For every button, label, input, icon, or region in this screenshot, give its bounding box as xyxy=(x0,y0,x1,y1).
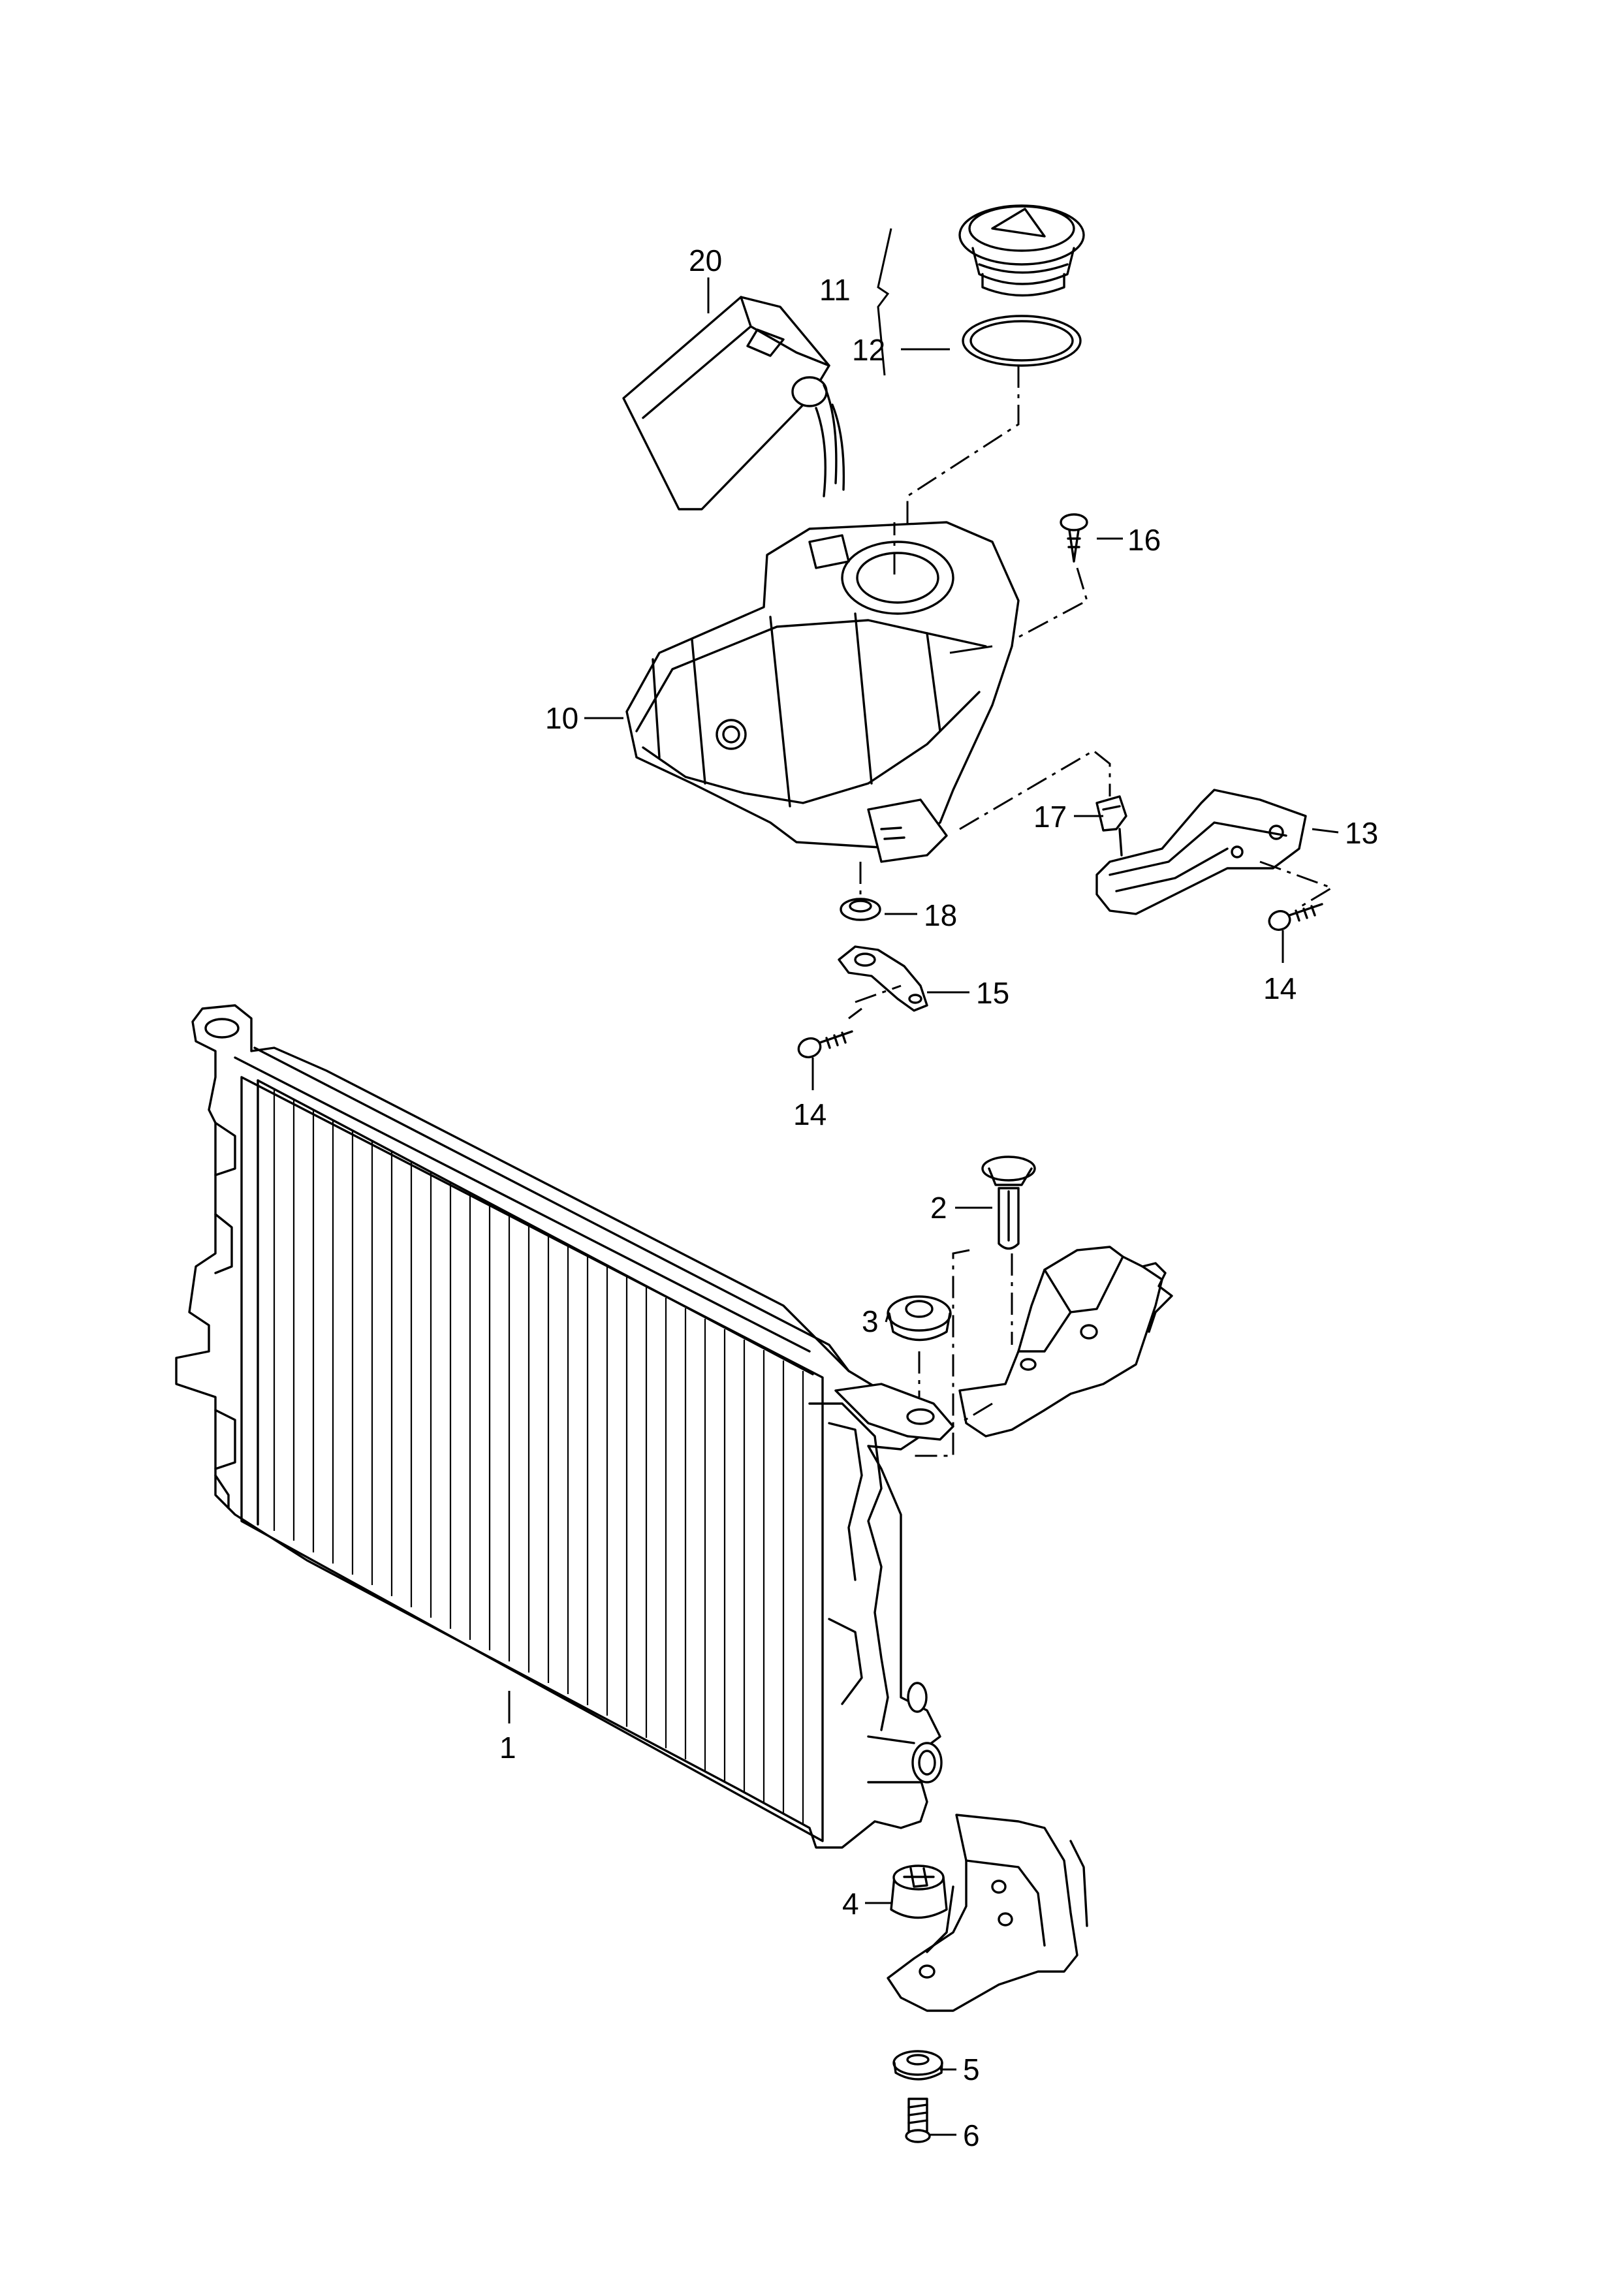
part-14-screw-lower xyxy=(797,1030,853,1090)
part-18-grommet xyxy=(840,862,881,921)
callout-11: 11 xyxy=(819,273,851,307)
part-10-expansion-tank xyxy=(625,521,1020,863)
callout-2: 2 xyxy=(930,1191,947,1225)
part-17-clip xyxy=(1095,795,1127,832)
part-15-bracket xyxy=(838,945,928,1020)
part-16-screw xyxy=(988,513,1088,654)
callout-20: 20 xyxy=(689,244,722,277)
part-6-bolt xyxy=(905,2098,931,2143)
callout-6: 6 xyxy=(963,2118,980,2152)
callout-labels: 20 11 12 16 10 17 13 18 14 15 14 2 3 1 4… xyxy=(499,244,1378,2152)
callout-14-lower: 14 xyxy=(793,1097,826,1131)
callout-1: 1 xyxy=(499,1731,516,1765)
part-12-o-ring xyxy=(962,315,1082,367)
leader-lines xyxy=(508,277,1339,2136)
callout-15: 15 xyxy=(976,976,1009,1010)
body-bracket-upper xyxy=(914,1246,1173,1457)
callout-5: 5 xyxy=(963,2052,980,2086)
callout-13: 13 xyxy=(1345,816,1378,850)
callout-14-upper: 14 xyxy=(1263,971,1297,1005)
part-13-bracket xyxy=(1095,789,1334,915)
part-4-rubber-mount xyxy=(890,1864,948,1919)
part-14-screw-upper xyxy=(1268,903,1323,963)
callout-4: 4 xyxy=(842,1887,859,1921)
part-3-rubber-mount xyxy=(887,1295,952,1397)
part-2-pin xyxy=(981,1156,1036,1345)
part-11-filler-cap xyxy=(958,204,1085,297)
callout-12: 12 xyxy=(852,333,885,367)
part-5-washer xyxy=(892,2050,943,2081)
part-1-radiator xyxy=(175,1004,954,1849)
callout-3: 3 xyxy=(862,1304,879,1338)
callout-16: 16 xyxy=(1127,523,1161,557)
callout-10: 10 xyxy=(545,701,578,735)
callout-17: 17 xyxy=(1033,800,1067,834)
bracket-11 xyxy=(877,228,892,376)
callout-18: 18 xyxy=(924,898,957,932)
part-20-coolant-canister xyxy=(622,296,845,511)
